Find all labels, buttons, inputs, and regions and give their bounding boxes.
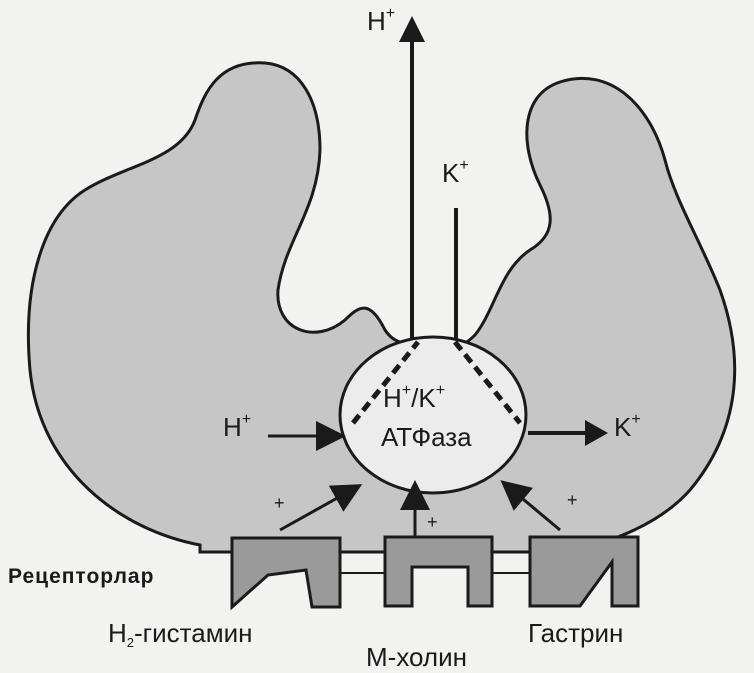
plus-sign-cholin: + — [427, 513, 438, 531]
plus-sign-histamine: + — [274, 494, 285, 512]
atpase-pump — [340, 337, 526, 493]
gastrin-receptor — [530, 537, 638, 606]
cholin-receptor — [385, 537, 492, 606]
receptors-heading: Рецепторлар — [8, 566, 154, 587]
h-ion-top-label: H+ — [367, 8, 395, 34]
histamine-receptor — [232, 538, 340, 607]
pump-label-atpase: АТФаза — [381, 424, 472, 450]
histamine-receptor-label: H2-гистамин — [108, 620, 253, 646]
plus-sign-gastrin: + — [567, 491, 578, 509]
h-ion-left-label: H+ — [223, 414, 251, 440]
k-ion-top-label: K+ — [442, 160, 469, 186]
pump-label-ions: H+/K+ — [383, 385, 445, 411]
k-ion-right-label: K+ — [614, 414, 641, 440]
cholin-receptor-label: М-холин — [366, 644, 467, 670]
gastrin-receptor-label: Гастрин — [528, 620, 623, 646]
h-secretion-arrowhead — [399, 16, 425, 42]
